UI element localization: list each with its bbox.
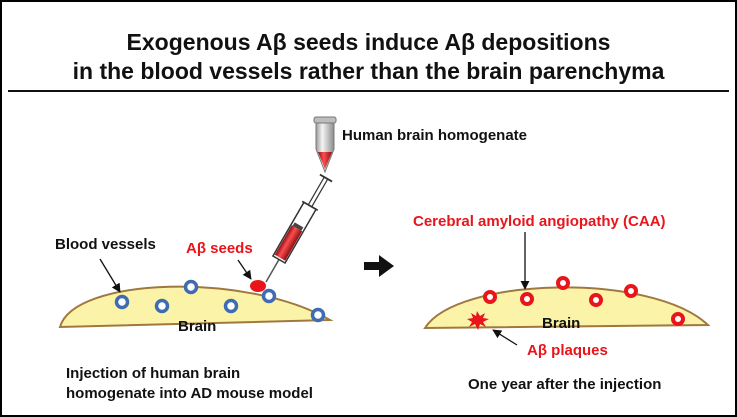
caa-deposit [589, 293, 603, 307]
caa-deposit [556, 276, 570, 290]
blood-vessel [183, 279, 199, 295]
abeta-seeds-label: Aβ seeds [186, 240, 253, 257]
plaques-pointer-arrow [492, 329, 518, 346]
left-brain-label: Brain [178, 318, 217, 335]
blood-vessel [154, 298, 170, 314]
caa-deposit [520, 292, 534, 306]
caa-deposit [483, 290, 497, 304]
blood-vessel [310, 307, 326, 323]
title-divider [8, 90, 729, 92]
caa-deposit [671, 312, 685, 326]
syringe-icon [265, 173, 333, 283]
title-line-1: Exogenous Aβ seeds induce Aβ depositions [126, 29, 611, 55]
abeta-seed-blob [250, 280, 266, 292]
vessels-pointer-arrow [99, 258, 121, 293]
abeta-plaques-label: Aβ plaques [527, 342, 608, 359]
left-caption-line-1: Injection of human brain [66, 365, 241, 382]
left-caption-line-2: homogenate into AD mouse model [66, 385, 313, 402]
seeds-pointer-arrow [237, 259, 252, 280]
blood-vessel [114, 294, 130, 310]
title-line-2: in the blood vessels rather than the bra… [72, 58, 665, 84]
blood-vessels-label: Blood vessels [55, 236, 156, 253]
right-brain-label: Brain [542, 315, 581, 332]
abeta-plaque-icon [467, 311, 489, 330]
caa-deposit [624, 284, 638, 298]
right-caption: One year after the injection [468, 376, 662, 393]
figure-title: Exogenous Aβ seeds induce Aβ depositions… [2, 28, 735, 86]
left-caption: Injection of human brain homogenate into… [66, 364, 313, 404]
sample-tube-icon [313, 116, 337, 174]
homogenate-label: Human brain homogenate [342, 127, 528, 144]
transition-arrow-icon [364, 255, 394, 277]
blood-vessel [223, 298, 239, 314]
caa-label: Cerebral amyloid angiopathy (CAA) [413, 213, 666, 230]
blood-vessel [261, 288, 277, 304]
